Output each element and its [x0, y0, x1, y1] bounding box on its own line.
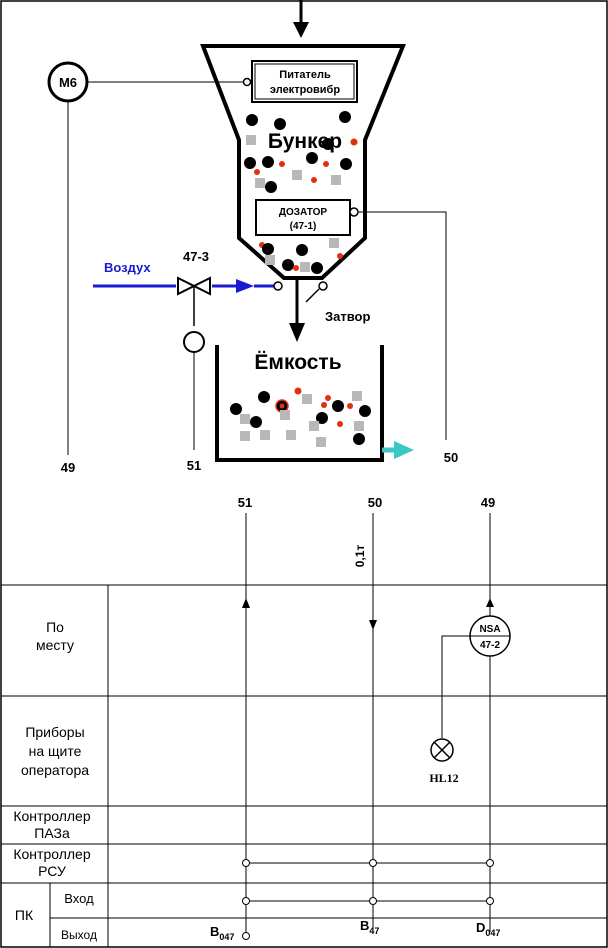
air-label: Воздух: [104, 260, 151, 275]
gate-label: Затвор: [325, 309, 371, 324]
line-51-label: 51: [187, 458, 201, 473]
signal-50-label: 50: [368, 495, 382, 510]
line-50-label: 50: [444, 450, 458, 465]
row-pk-input: Вход: [64, 891, 94, 906]
valve-47-3-icon: [177, 276, 211, 296]
output-d047-label: D047: [476, 920, 500, 938]
signal-51-label: 51: [238, 495, 252, 510]
valve-label: 47-3: [183, 249, 209, 264]
bunker-particles: [244, 111, 358, 274]
outflow-arrow-icon: [394, 441, 414, 459]
signal-49-label: 49: [481, 495, 495, 510]
rsu-bus: [242, 859, 494, 867]
tank-particles: [230, 387, 371, 447]
line-49-label: 49: [61, 460, 75, 475]
discharge-arrow-icon: [289, 323, 305, 342]
row-pk-output: Выход: [61, 928, 97, 942]
row-local-line2: месту: [36, 637, 74, 653]
nsa-label-line2: 47-2: [480, 640, 500, 651]
tank-label: Ёмкость: [254, 351, 341, 374]
dosator-label-line2: (47-1): [290, 221, 317, 232]
output-b047-label: B047: [210, 924, 234, 942]
bunker-outline: [200, 44, 406, 280]
air-arrow-icon: [236, 279, 254, 293]
feeder-label-line2: электровибр: [270, 84, 340, 96]
line-50-right: [358, 211, 447, 440]
row-rsu-line2: РСУ: [38, 863, 66, 879]
pk-input-bus: [242, 897, 494, 905]
row-paz-line1: Контроллер: [13, 808, 90, 824]
lamp-label: HL12: [429, 771, 458, 785]
feeder-label-line1: Питатель: [279, 69, 331, 81]
gate-point: [318, 281, 328, 291]
motor-label: M6: [59, 75, 77, 90]
nsa-label-line1: NSA: [479, 624, 500, 635]
valve-actuator-icon: [183, 331, 205, 353]
row-paz-line2: ПАЗа: [34, 825, 70, 841]
row-local-line1: По: [46, 619, 64, 635]
row-panel-line2: на щите: [29, 743, 82, 759]
inlet-arrow: [293, 0, 309, 38]
row-pk-label: ПК: [15, 907, 34, 923]
setpoint-label: 0,1т: [353, 545, 367, 568]
lamp-link-line: [441, 635, 470, 738]
air-injection-point: [273, 281, 283, 291]
output-b47-label: B47: [360, 918, 379, 936]
dosator-label-line1: ДОЗАТОР: [279, 207, 328, 218]
row-rsu-line1: Контроллер: [13, 846, 90, 862]
dosator-box: [255, 199, 351, 236]
feeder-box: [251, 60, 358, 103]
row-panel-line3: оператора: [21, 762, 89, 778]
row-panel-line1: Приборы: [25, 724, 84, 740]
tank-outline: [215, 345, 384, 462]
output-node-b047: [242, 932, 250, 940]
level-table-grid: [1, 584, 607, 947]
lamp-icon: [430, 738, 454, 762]
